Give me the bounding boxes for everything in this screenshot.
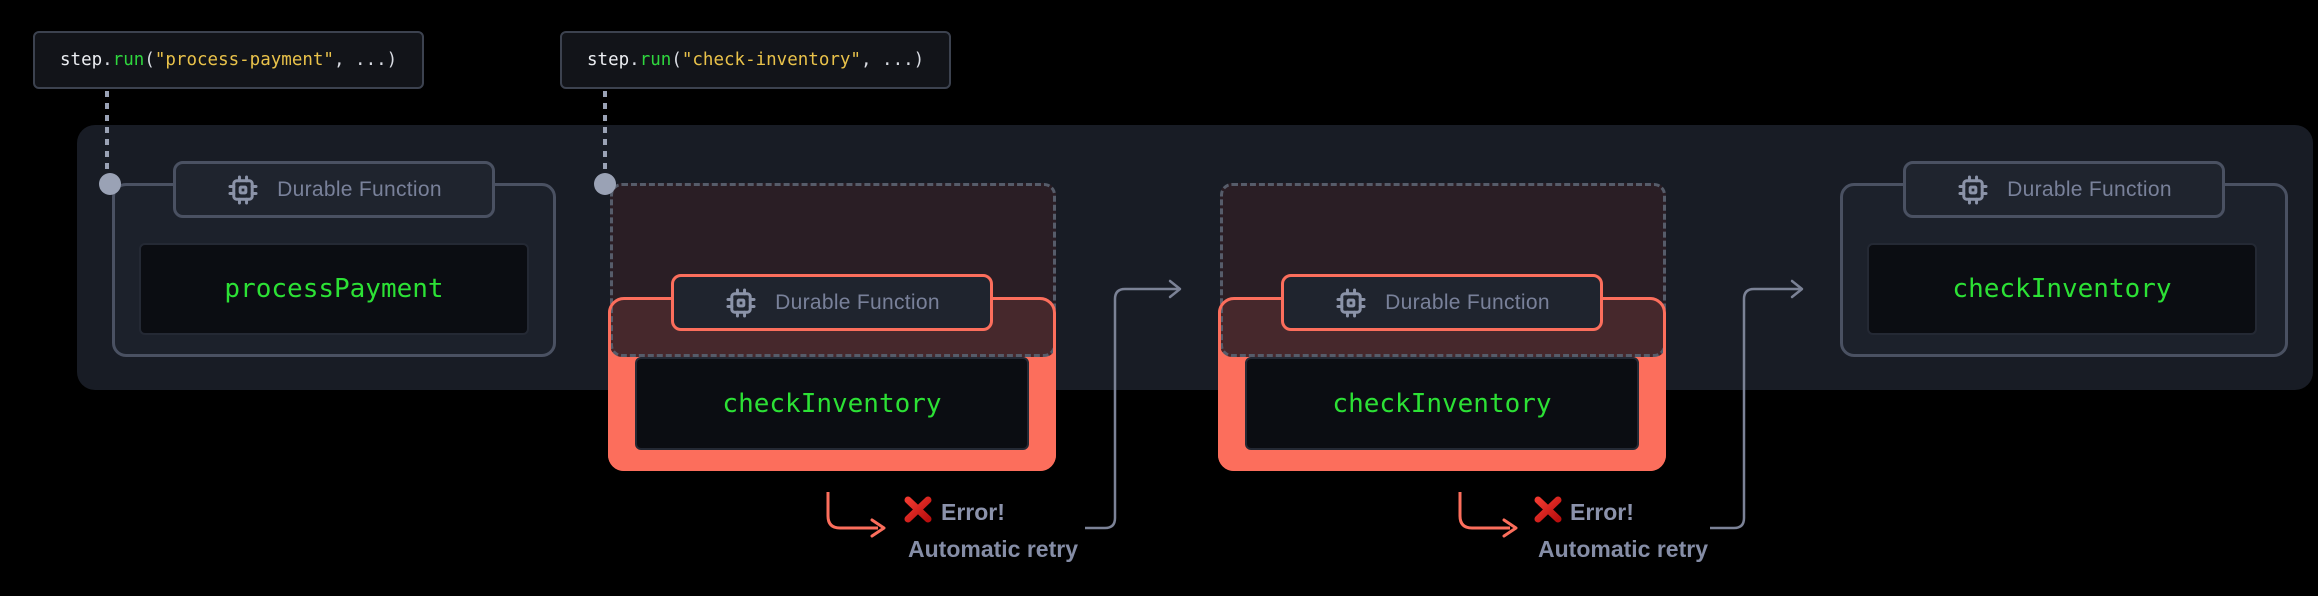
durable-function-badge: Durable Function bbox=[671, 274, 993, 331]
durable-function-badge-label: Durable Function bbox=[277, 177, 442, 201]
error-x-icon bbox=[1534, 496, 1562, 523]
code-tooltip-check-inventory: step.run("check-inventory", ...) bbox=[560, 31, 952, 89]
code-close: , ...) bbox=[860, 50, 925, 70]
durable-function-badge-label: Durable Function bbox=[1385, 290, 1550, 314]
connector-dot bbox=[99, 173, 121, 195]
automatic-retry-label: Automatic retry bbox=[1538, 536, 1708, 562]
code-dot: . bbox=[629, 50, 640, 70]
tooltip-connector-line bbox=[603, 91, 607, 179]
code-argument: "process-payment" bbox=[154, 50, 334, 70]
code-paren: ( bbox=[671, 50, 682, 70]
error-arrow bbox=[826, 492, 886, 538]
cpu-icon bbox=[1956, 173, 1990, 207]
function-name: checkInventory bbox=[1332, 388, 1552, 419]
durable-function-badge: Durable Function bbox=[1281, 274, 1603, 331]
code-method: run bbox=[639, 50, 672, 70]
code-paren: ( bbox=[144, 50, 155, 70]
error-arrow bbox=[1458, 492, 1518, 538]
code-close: , ...) bbox=[333, 50, 398, 70]
function-name: checkInventory bbox=[1952, 274, 2172, 304]
function-name-box: checkInventory bbox=[635, 357, 1029, 450]
function-name-box: checkInventory bbox=[1867, 243, 2257, 335]
cpu-icon bbox=[1334, 286, 1368, 320]
tooltip-connector-line bbox=[105, 91, 109, 179]
function-name-box: checkInventory bbox=[1245, 357, 1639, 450]
durable-function-badge-label: Durable Function bbox=[2007, 177, 2172, 201]
code-tooltip-process-payment: step.run("process-payment", ...) bbox=[33, 31, 425, 89]
code-dot: . bbox=[102, 50, 113, 70]
function-name: processPayment bbox=[224, 274, 444, 304]
cpu-icon bbox=[724, 286, 758, 320]
error-label: Error! bbox=[941, 499, 1005, 525]
connector-dot bbox=[594, 173, 616, 195]
code-object: step bbox=[60, 50, 103, 70]
automatic-retry-label: Automatic retry bbox=[908, 536, 1078, 562]
durable-function-badge-label: Durable Function bbox=[775, 290, 940, 314]
code-method: run bbox=[112, 50, 145, 70]
code-object: step bbox=[587, 50, 630, 70]
error-x-icon bbox=[904, 496, 932, 523]
error-label: Error! bbox=[1570, 499, 1634, 525]
durable-function-badge: Durable Function bbox=[173, 161, 495, 218]
function-name: checkInventory bbox=[722, 388, 942, 419]
retry-loop-arrow bbox=[1085, 279, 1182, 530]
code-argument: "check-inventory" bbox=[681, 50, 861, 70]
durable-function-badge: Durable Function bbox=[1903, 161, 2225, 218]
retry-loop-arrow bbox=[1710, 279, 1804, 530]
function-name-box: processPayment bbox=[139, 243, 529, 335]
cpu-icon bbox=[226, 173, 260, 207]
